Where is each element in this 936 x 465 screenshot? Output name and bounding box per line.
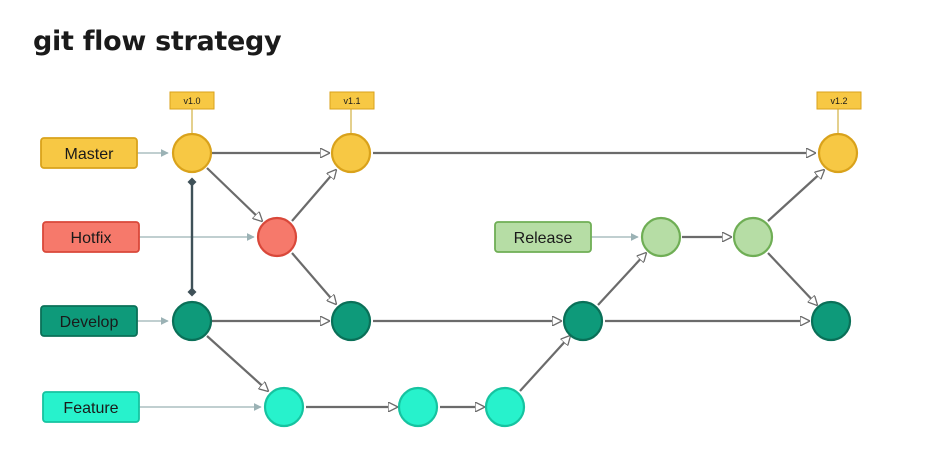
develop-commit [810,300,852,342]
master-commit [330,132,372,174]
edge-feature-to-develop [519,336,570,392]
master-label-text: Master [65,146,115,163]
develop-commit [562,300,604,342]
feature-commit [397,386,439,428]
edge-hotfix-to-master [291,170,336,222]
master-commit [817,132,859,174]
feature-label-text: Feature [63,400,118,417]
edge-develop-to-feature [206,335,268,391]
feature-commit [263,386,305,428]
develop-commit [330,300,372,342]
tag-v10: v1.0 [169,91,215,110]
edge-develop-to-release [597,253,646,306]
branch-guides [137,149,639,411]
release-commit [640,216,682,258]
release-label-text: Release [514,230,573,247]
edge-release-to-master [767,170,824,222]
edge-hotfix-to-develop [291,252,336,304]
tag-connectors [191,109,839,133]
develop-commit [171,300,213,342]
commit-nodes [171,132,859,428]
tag-v12: v1.2 [816,91,862,110]
release-label: Release [494,221,592,253]
commit-edges [206,153,824,407]
page-title: git flow strategy [33,26,282,57]
tag-v11-text: v1.1 [343,96,360,106]
branch-labels: Master Hotfix Release Develop Feature [40,137,592,423]
hotfix-label-text: Hotfix [71,230,112,247]
master-commit [171,132,213,174]
develop-label-text: Develop [60,314,119,331]
hotfix-commit [256,216,298,258]
version-tags: v1.0 v1.1 v1.2 [169,91,862,110]
feature-commit [484,386,526,428]
feature-label: Feature [42,391,140,423]
release-commit [732,216,774,258]
develop-label: Develop [40,305,138,337]
hotfix-label: Hotfix [42,221,140,253]
tag-v10-text: v1.0 [183,96,200,106]
edge-release-to-develop [767,252,817,305]
tag-v12-text: v1.2 [830,96,847,106]
tag-v11: v1.1 [329,91,375,110]
master-label: Master [40,137,138,169]
edge-master-to-hotfix [206,167,262,221]
